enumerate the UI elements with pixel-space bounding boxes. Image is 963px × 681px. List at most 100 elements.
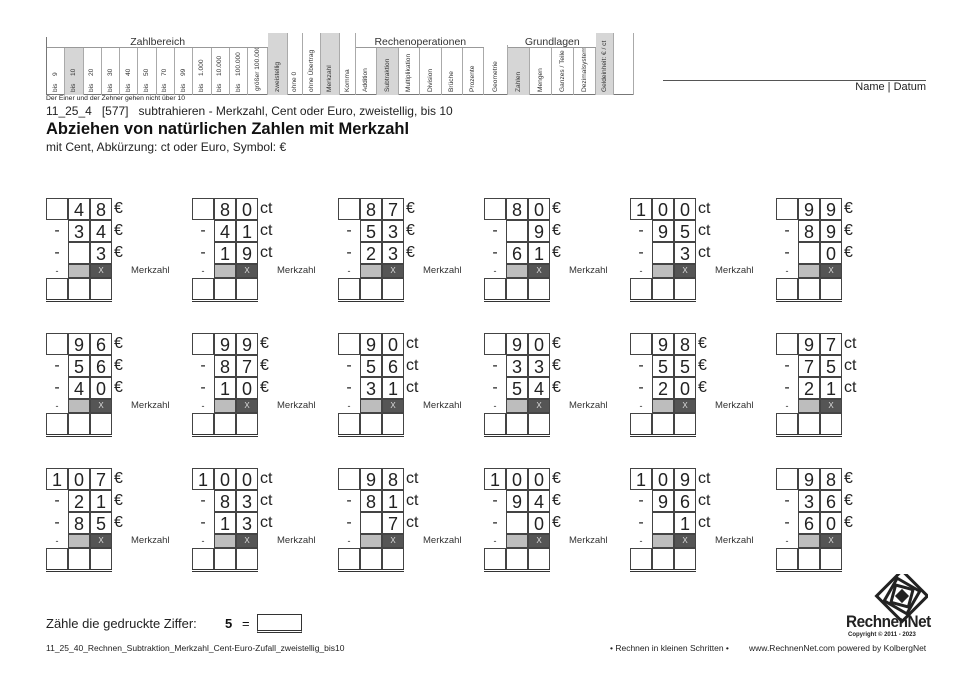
carry-box-tens[interactable] [68,534,90,548]
result-digit-input[interactable] [214,548,236,570]
result-digit-input[interactable] [90,278,112,300]
result-digit-input[interactable] [68,548,90,570]
result-double-underline [630,434,696,437]
result-digit-input[interactable] [236,278,258,300]
subtrahend-digit: 0 [820,242,842,264]
result-digit-input[interactable] [68,278,90,300]
result-digit-input[interactable] [214,413,236,435]
minuend-digit: 0 [652,468,674,490]
result-digit-input[interactable] [360,278,382,300]
result-digit-input[interactable] [630,413,652,435]
carry-box-tens[interactable] [68,264,90,278]
carry-box-tens[interactable] [652,534,674,548]
result-digit-input[interactable] [484,413,506,435]
result-digit-input[interactable] [236,548,258,570]
carry-box-tens[interactable] [214,264,236,278]
result-digit-input[interactable] [652,413,674,435]
minuend-digit: 7 [90,468,112,490]
result-digit-input[interactable] [798,278,820,300]
result-digit-input[interactable] [506,548,528,570]
result-digit-input[interactable] [674,278,696,300]
carry-box-tens[interactable] [360,534,382,548]
carry-box-ones: X [820,264,842,278]
unit-label: ct [698,470,711,487]
name-date-line[interactable] [663,80,926,81]
result-digit-input[interactable] [820,278,842,300]
result-digit-input[interactable] [90,413,112,435]
header-cell: Geometrie [484,45,509,95]
result-digit-input[interactable] [338,278,360,300]
minuend-digit [630,333,652,355]
carry-box-tens[interactable] [68,399,90,413]
result-digit-input[interactable] [506,278,528,300]
result-digit-input[interactable] [776,548,798,570]
minus-sign: - [346,357,352,374]
result-digit-input[interactable] [484,278,506,300]
result-digit-input[interactable] [360,548,382,570]
carry-box-tens[interactable] [360,399,382,413]
result-digit-input[interactable] [338,413,360,435]
carry-box-tens[interactable] [506,399,528,413]
subtrahend-digit: 0 [528,512,550,534]
result-digit-input[interactable] [798,548,820,570]
carry-box-tens[interactable] [360,264,382,278]
minus-sign: - [492,357,498,374]
result-digit-input[interactable] [652,278,674,300]
result-digit-input[interactable] [382,548,404,570]
minus-sign: - [54,222,60,239]
subtrahend-digit: 1 [90,490,112,512]
minus-sign: - [492,492,498,509]
unit-label: ct [260,514,273,531]
header-cell: zweistellig [268,33,289,95]
result-digit-input[interactable] [528,413,550,435]
carry-box-tens[interactable] [798,399,820,413]
minuend-digit: 9 [236,333,258,355]
carry-box-tens[interactable] [506,264,528,278]
result-digit-input[interactable] [630,548,652,570]
result-digit-input[interactable] [192,413,214,435]
minuend-digit: 8 [382,468,404,490]
minuend-digit [46,333,68,355]
result-digit-input[interactable] [214,278,236,300]
header-cell-label: Brüche [448,71,456,92]
minus-sign: - [54,357,60,374]
result-digit-input[interactable] [46,278,68,300]
result-digit-input[interactable] [360,413,382,435]
result-digit-input[interactable] [382,413,404,435]
result-digit-input[interactable] [192,548,214,570]
result-digit-input[interactable] [192,278,214,300]
result-digit-input[interactable] [652,548,674,570]
result-digit-input[interactable] [674,548,696,570]
result-digit-input[interactable] [820,413,842,435]
result-digit-input[interactable] [338,548,360,570]
carry-box-tens[interactable] [798,534,820,548]
carry-box-tens[interactable] [506,534,528,548]
result-digit-input[interactable] [68,413,90,435]
unit-label: € [260,379,269,396]
carry-box-tens[interactable] [214,399,236,413]
result-digit-input[interactable] [506,413,528,435]
count-answer-box[interactable] [257,614,302,633]
result-digit-input[interactable] [528,548,550,570]
carry-box-ones: X [674,534,696,548]
result-digit-input[interactable] [776,278,798,300]
carry-box-tens[interactable] [214,534,236,548]
result-digit-input[interactable] [630,278,652,300]
result-digit-input[interactable] [776,413,798,435]
subtrahend-digit: 5 [90,512,112,534]
result-digit-input[interactable] [46,548,68,570]
carry-box-tens[interactable] [798,264,820,278]
result-digit-input[interactable] [236,413,258,435]
result-digit-input[interactable] [484,548,506,570]
carry-box-tens[interactable] [652,264,674,278]
result-digit-input[interactable] [674,413,696,435]
result-digit-input[interactable] [90,548,112,570]
result-digit-input[interactable] [820,548,842,570]
minuend-digit: 8 [506,198,528,220]
carry-box-tens[interactable] [652,399,674,413]
result-digit-input[interactable] [798,413,820,435]
result-digit-input[interactable] [528,278,550,300]
result-digit-input[interactable] [46,413,68,435]
result-digit-input[interactable] [382,278,404,300]
